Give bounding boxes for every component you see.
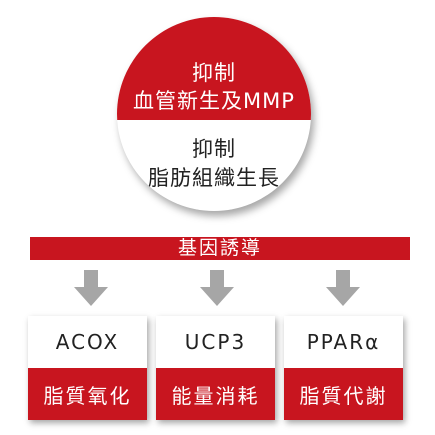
inhibition-circle: 抑制 血管新生及MMP 抑制 脂肪組織生長 xyxy=(117,17,311,211)
circle-bottom-line-2: 脂肪組織生長 xyxy=(148,166,280,190)
circle-top-line-1: 抑制 xyxy=(192,61,236,85)
box-gene-label: UCP3 xyxy=(184,330,247,354)
box-effect-label: 能量消耗 xyxy=(156,368,275,420)
circle-top-line-2: 血管新生及MMP xyxy=(133,89,295,113)
box-effect-label: 脂質代謝 xyxy=(284,368,403,420)
box-acox: ACOX 脂質氧化 xyxy=(28,316,147,420)
circle-top-section xyxy=(117,17,311,120)
down-arrow-icon xyxy=(200,270,234,306)
down-arrow-icon xyxy=(74,270,108,306)
box-gene-label: PPARα xyxy=(306,330,381,354)
down-arrow-icon xyxy=(326,270,360,306)
banner-label: 基因誘導 xyxy=(169,237,270,260)
box-ppara: PPARα 脂質代謝 xyxy=(284,316,403,420)
gene-induction-banner: 基因誘導 xyxy=(30,237,410,260)
box-effect-label: 脂質氧化 xyxy=(28,368,147,420)
box-gene-label: ACOX xyxy=(55,330,120,354)
circle-bottom-line-1: 抑制 xyxy=(192,137,236,161)
box-ucp3: UCP3 能量消耗 xyxy=(156,316,275,420)
